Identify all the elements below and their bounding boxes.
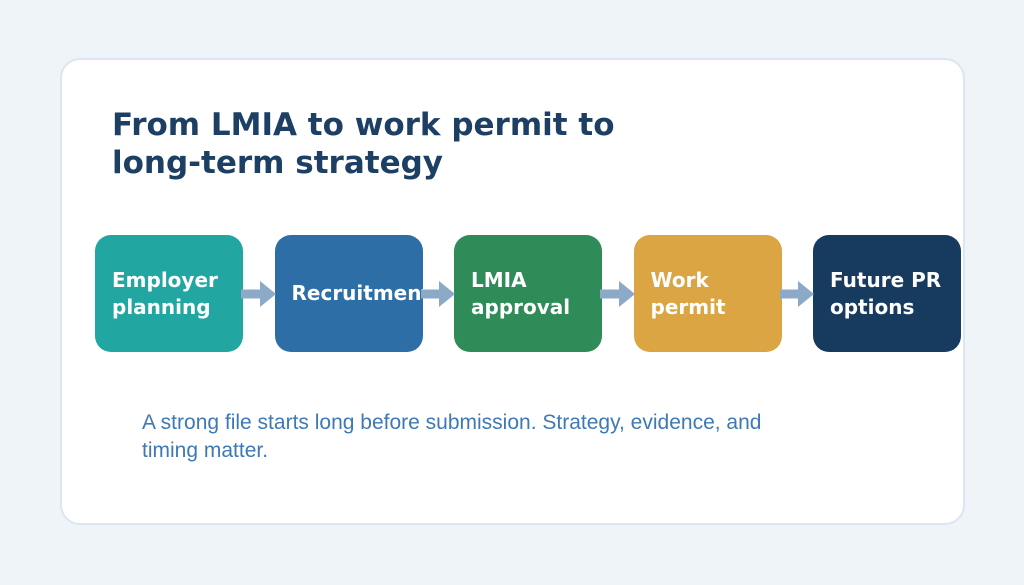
process-flow: Employer planning Recruitment LMIA appro… (95, 235, 961, 352)
flow-step-employer-planning: Employer planning (95, 235, 243, 352)
arrow-shaft (420, 289, 441, 298)
arrow-head-icon (798, 280, 814, 307)
page-title-line-2: long-term strategy (112, 145, 443, 181)
flow-step-label: Future PR options (830, 267, 942, 319)
arrow-shaft (779, 289, 800, 298)
flow-step-label: Employer planning (112, 267, 218, 319)
caption-text: A strong file starts long before submiss… (142, 409, 761, 465)
content-card: From LMIA to work permit to long-term st… (60, 58, 965, 525)
flow-step-label: Recruitment (291, 281, 423, 305)
flow-step-work-permit: Work permit (633, 235, 782, 352)
caption-line-1: A strong file starts long before submiss… (142, 411, 762, 434)
flow-arrow-4 (779, 279, 814, 309)
arrow-head-icon (618, 280, 635, 307)
arrow-shaft (241, 289, 262, 298)
arrow-shaft (600, 289, 621, 298)
flow-step-future-pr-options: Future PR options (813, 235, 961, 352)
arrow-head-icon (259, 280, 276, 307)
flow-step-lmia-approval: LMIA approval (454, 235, 602, 352)
caption-line-2: timing matter. (142, 439, 269, 462)
arrow-head-icon (439, 280, 455, 307)
flow-step-label: Work permit (650, 267, 726, 319)
flow-arrow-1 (241, 279, 276, 309)
flow-arrow-2 (420, 279, 455, 309)
flow-arrow-3 (600, 279, 635, 309)
flow-step-label: LMIA approval (471, 267, 571, 319)
page-title: From LMIA to work permit to long-term st… (112, 106, 615, 182)
page-title-line-1: From LMIA to work permit to (112, 107, 615, 143)
flow-step-recruitment: Recruitment (274, 235, 423, 352)
